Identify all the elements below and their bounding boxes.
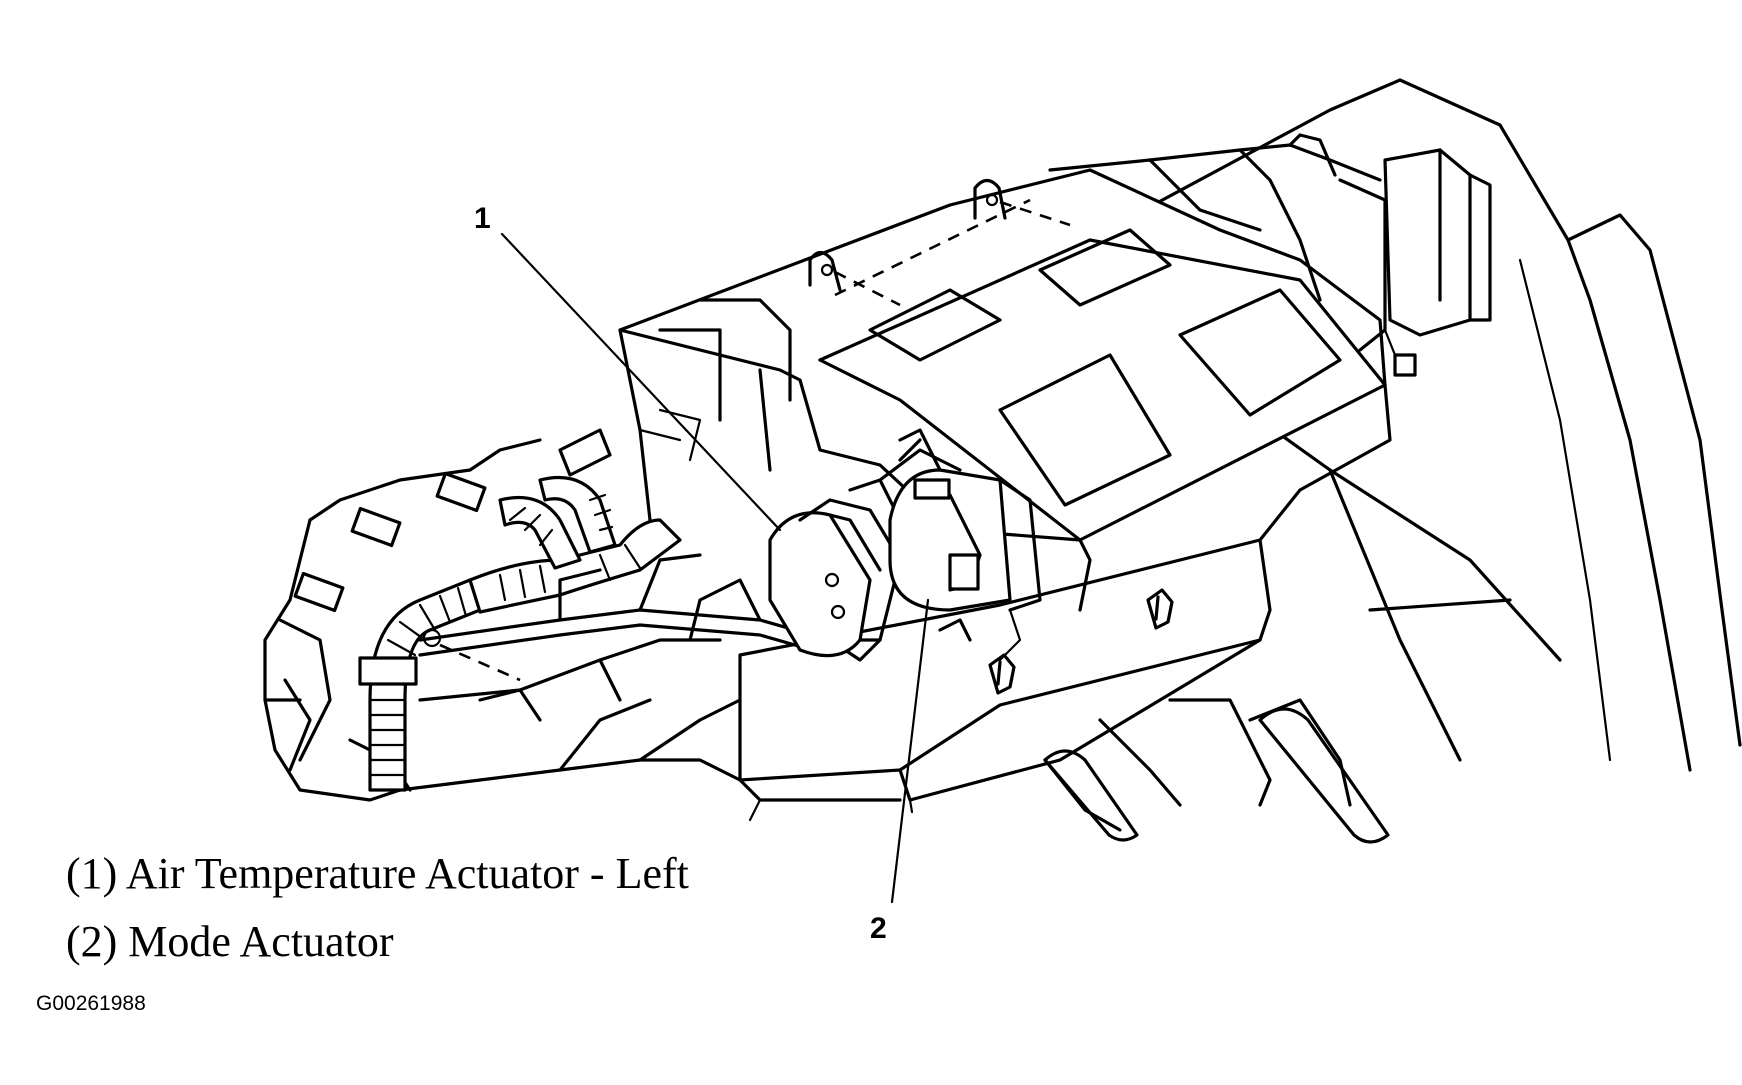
harness-loom xyxy=(468,428,682,614)
wiring-harness xyxy=(263,428,882,802)
hvac-housing xyxy=(618,133,1492,822)
air-temperature-actuator-left xyxy=(768,438,962,658)
legend-item-1: (1) Air Temperature Actuator - Left xyxy=(66,849,689,898)
callout-1-number: 1 xyxy=(474,202,491,235)
callout-2-leader xyxy=(890,598,930,904)
callout-1-leader xyxy=(500,232,782,532)
legend-item-2: (2) Mode Actuator xyxy=(66,917,394,966)
vacuum-hose xyxy=(358,578,482,792)
hose-ends xyxy=(293,471,487,613)
figure-id: G00261988 xyxy=(36,992,146,1015)
mode-actuator xyxy=(888,428,1042,662)
callout-2-number: 2 xyxy=(870,912,887,945)
dash-panel-outline xyxy=(1043,78,1742,844)
